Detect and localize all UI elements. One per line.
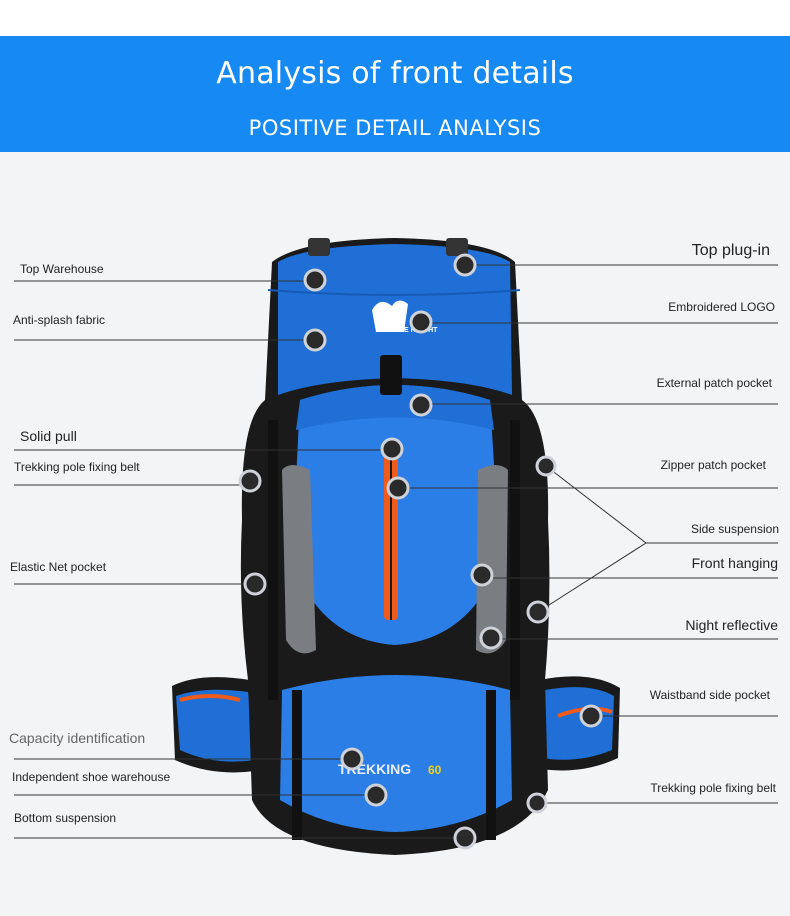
backpack-body xyxy=(240,238,550,855)
detail-markers xyxy=(238,253,603,850)
marker-logo xyxy=(409,310,433,334)
marker-solid-pull xyxy=(380,437,404,461)
waistband-right xyxy=(535,676,620,771)
label-side-suspension: Side suspension xyxy=(690,522,779,536)
marker-bottom-suspension xyxy=(453,826,477,850)
header-banner: Analysis of front details POSITIVE DETAI… xyxy=(0,36,790,152)
label-night-reflective: Night reflective xyxy=(685,617,778,633)
brand-logo-icon xyxy=(372,300,408,332)
marker-capacity xyxy=(340,747,364,771)
label-waistband-side-pocket: Waistband side pocket xyxy=(649,688,770,702)
label-solid-pull: Solid pull xyxy=(20,428,77,444)
label-zipper-patch-pocket: Zipper patch pocket xyxy=(660,458,766,472)
marker-top-plug xyxy=(453,253,477,277)
leader-lines xyxy=(14,264,778,839)
marker-night-reflective-2 xyxy=(479,626,503,650)
marker-pole-belt-left xyxy=(238,469,262,493)
marker-anti-splash xyxy=(303,328,327,352)
label-capacity-identification: Capacity identification xyxy=(9,730,146,746)
marker-waistband-pocket xyxy=(579,704,603,728)
label-embroidered-logo: Embroidered LOGO xyxy=(668,300,775,314)
marker-night-reflective xyxy=(526,600,550,624)
marker-elastic-net xyxy=(243,572,267,596)
page-subtitle: POSITIVE DETAIL ANALYSIS xyxy=(248,116,542,140)
label-elastic-net-pocket: Elastic Net pocket xyxy=(10,560,107,574)
marker-top-warehouse xyxy=(303,268,327,292)
label-anti-splash-fabric: Anti-splash fabric xyxy=(13,313,106,327)
label-front-hanging: Front hanging xyxy=(691,555,778,571)
page-title: Analysis of front details xyxy=(216,56,574,91)
marker-shoe-warehouse xyxy=(364,783,388,807)
label-top-warehouse: Top Warehouse xyxy=(20,262,104,276)
marker-zipper-pocket xyxy=(386,476,410,500)
marker-patch-pocket xyxy=(409,393,433,417)
label-pole-belt-right: Trekking pole fixing belt xyxy=(650,781,776,795)
marker-pole-belt-right xyxy=(526,792,548,814)
capacity-value-text: 60 xyxy=(428,763,442,777)
marker-side-suspension xyxy=(535,455,557,477)
label-top-plug-in: Top plug-in xyxy=(691,242,770,259)
marker-front-hanging xyxy=(470,563,494,587)
label-shoe-warehouse: Independent shoe warehouse xyxy=(12,770,171,784)
label-external-patch-pocket: External patch pocket xyxy=(656,376,772,390)
waistband-left xyxy=(172,677,262,773)
label-bottom-suspension: Bottom suspension xyxy=(14,811,117,825)
label-pole-belt-left: Trekking pole fixing belt xyxy=(14,460,140,474)
